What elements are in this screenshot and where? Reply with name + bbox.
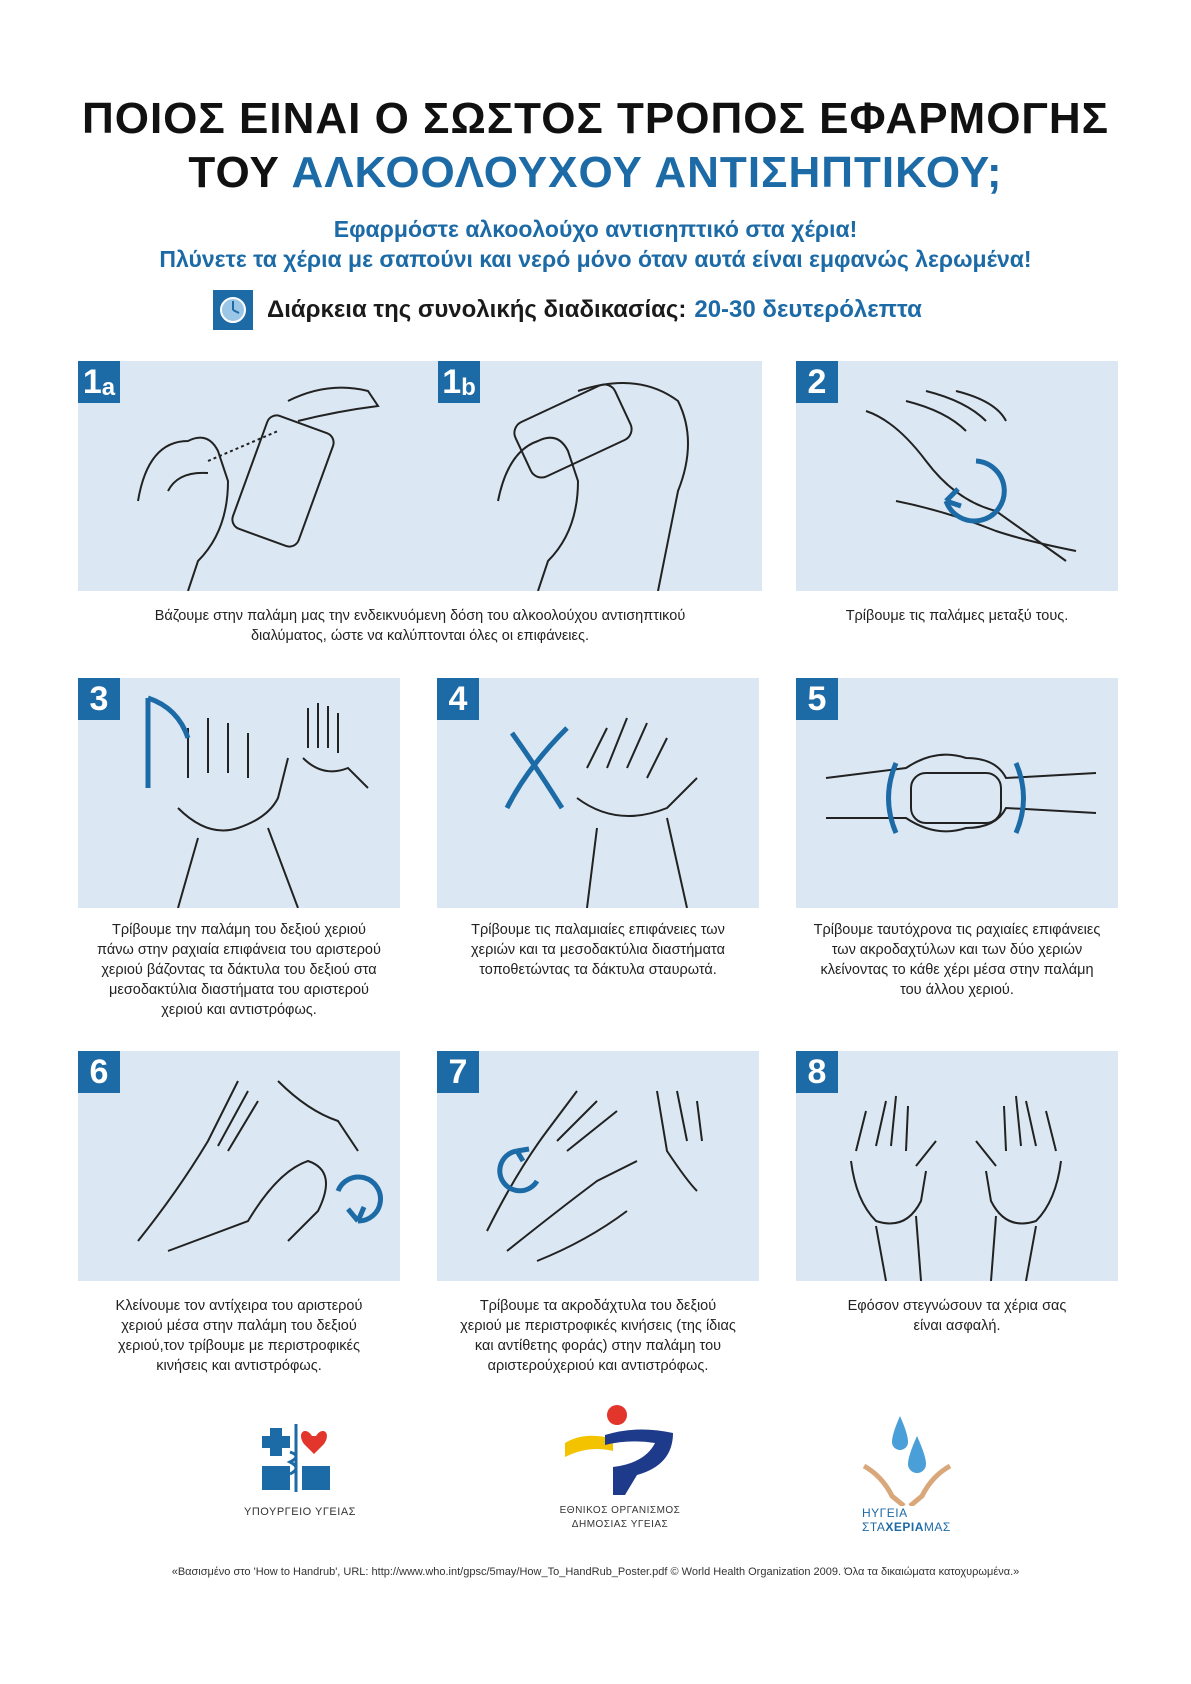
step-6-caption: Κλείνουμε τον αντίχειρα του αριστερού χε…: [115, 1298, 363, 1374]
step-5-badge: 5: [796, 678, 838, 720]
step-2-badge: 2: [796, 361, 838, 403]
step-2-illustration: [865, 390, 1077, 562]
step-3-badge: 3: [78, 678, 120, 720]
step-5-panel: 5: [796, 678, 1118, 908]
subtitle-line2: Πλύνετε τα χέρια με σαπούνι και νερό μόν…: [159, 246, 1032, 272]
step-2-caption: Τρίβουμε τις παλάμες μεταξύ τους.: [845, 608, 1069, 624]
campaign-logo-text: ΗΥΓΕΙΑ ΣΤΑΧΕΡΙΑΜΑΣ: [862, 1506, 951, 1534]
step-8-panel: 8: [796, 1051, 1118, 1281]
eody-logo: [565, 1405, 675, 1497]
step-4-badge: 4: [437, 678, 479, 720]
step-7-panel: 7: [437, 1051, 759, 1281]
step-3-illustration: [145, 695, 369, 908]
ministry-logo: [262, 1422, 334, 1494]
step-1-illustration: [137, 382, 689, 591]
page-title-line2: ΤΟΥ ΑΛΚΟΟΛΟΥΧΟΥ ΑΝΤΙΣΗΠΤΙΚΟΥ;: [0, 146, 1191, 200]
step-2-panel: 2: [796, 361, 1118, 591]
step-8-caption: Εφόσον στεγνώσουν τα χέρια σας είναι ασφ…: [847, 1298, 1067, 1334]
step-8-badge: 8: [796, 1051, 838, 1093]
footer-credit: «Βασισμένο στο 'How to Handrub', URL: ht…: [171, 1566, 1020, 1578]
clock-icon: [213, 290, 253, 330]
title-highlight: ΑΛΚΟΟΛΟΥΧΟΥ ΑΝΤΙΣΗΠΤΙΚΟΥ;: [291, 148, 1003, 197]
step-8-illustration: [850, 1095, 1062, 1281]
step-4-caption: Τρίβουμε τις παλαμιαίες επιφάνειες των χ…: [471, 922, 725, 978]
eody-logo-text: ΕΘΝΙΚΟΣ ΟΡΓΑΝΙΣΜΟΣ ΔΗΜΟΣΙΑΣ ΥΓΕΙΑΣ: [559, 1505, 681, 1530]
step-4-illustration: [504, 717, 698, 908]
step-3-panel: 3: [78, 678, 400, 908]
step-7-illustration: [486, 1090, 703, 1262]
campaign-logo: [862, 1416, 952, 1508]
step-4-panel: 4: [437, 678, 759, 908]
title-prefix: ΤΟΥ: [188, 148, 280, 197]
step-3-caption: Τρίβουμε την παλάμη του δεξιού χεριού πά…: [97, 922, 381, 1018]
duration-value: 20-30 δευτερόλεπτα: [694, 296, 922, 323]
duration-label: Διάρκεια της συνολικής διαδικασίας:: [267, 296, 687, 323]
step-6-illustration: [137, 1080, 383, 1252]
page-title-line1: ΠΟΙΟΣ ΕΙΝΑΙ Ο ΣΩΣΤΟΣ ΤΡΟΠΟΣ ΕΦΑΡΜΟΓΗΣ: [81, 94, 1110, 143]
step-7-caption: Τρίβουμε τα ακροδάχτυλα του δεξιού χεριο…: [460, 1298, 736, 1374]
step-7-badge: 7: [437, 1051, 479, 1093]
step-6-panel: 6: [78, 1051, 400, 1281]
duration-row: Διάρκεια της συνολικής διαδικασίας: 20-3…: [213, 290, 922, 330]
step-5-illustration: [825, 753, 1097, 834]
subtitle-line1: Εφαρμόστε αλκοολούχο αντισηπτικό στα χέρ…: [333, 216, 858, 242]
ministry-logo-text: ΥΠΟΥΡΓΕΙΟ ΥΓΕΙΑΣ: [244, 1506, 356, 1518]
step-1-caption: Βάζουμε στην παλάμη μας την ενδεικνυόμεν…: [154, 608, 686, 644]
step-6-badge: 6: [78, 1051, 120, 1093]
step-5-caption: Τρίβουμε ταυτόχρονα τις ραχιαίες επιφάνε…: [813, 922, 1101, 998]
